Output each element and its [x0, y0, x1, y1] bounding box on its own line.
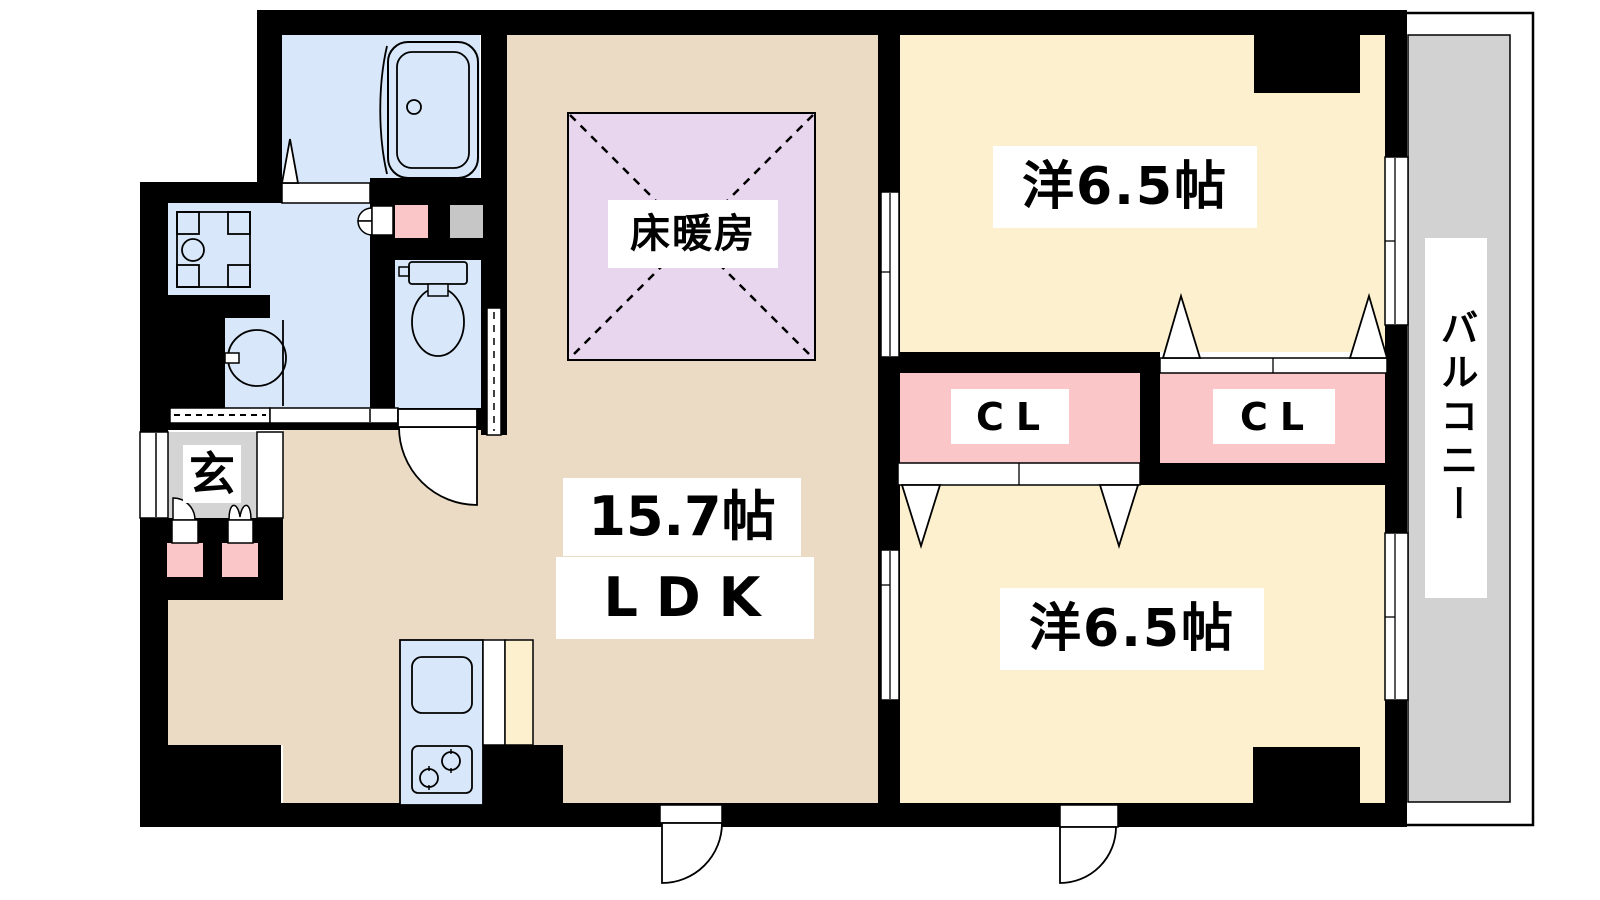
washer-pan-corner — [227, 211, 251, 235]
wall-pillar — [1254, 35, 1360, 93]
closet-fold-triangle — [1161, 292, 1202, 359]
wall-segment — [140, 518, 283, 600]
openings — [139, 138, 1409, 884]
entrance-door — [139, 431, 169, 519]
kitchen-side-panel — [482, 639, 506, 746]
ldk-name-label: LDK — [556, 557, 814, 639]
ldk-door-arc — [661, 822, 723, 884]
washer-pan-corner — [176, 264, 200, 288]
pocket-door — [486, 307, 502, 436]
wall-segment — [140, 182, 257, 203]
toilet-seat-hinge — [427, 283, 449, 297]
shoe-box — [167, 543, 203, 577]
fixtures — [176, 41, 534, 806]
ldk-lower-floor — [168, 600, 283, 745]
washroom-slide-door — [269, 407, 399, 424]
washroom-bifold-panel — [371, 205, 394, 236]
entrance-label: 玄 — [183, 445, 241, 503]
walls — [140, 10, 1407, 827]
kitchen-sink — [411, 656, 473, 714]
wall-segment — [257, 10, 1407, 35]
bedroom-door-arc — [1059, 826, 1117, 884]
closet-left-label: CL — [951, 389, 1069, 444]
entrance-storage-door-leaf — [171, 519, 199, 544]
closet-right-label: CL — [1213, 389, 1335, 444]
wall-segment — [878, 10, 900, 827]
wall-segment — [898, 352, 1140, 373]
shoe-box — [222, 543, 258, 577]
bedroom-door-opening — [1059, 804, 1119, 828]
toilet-floor — [395, 260, 483, 408]
closet-fold-triangle — [900, 484, 942, 550]
entrance-bifold-petals — [228, 504, 252, 521]
closet-fold-triangle — [1098, 484, 1140, 550]
wall-segment — [370, 260, 395, 408]
toilet-door-leaf — [397, 408, 478, 428]
kitchen-stove — [411, 745, 473, 794]
wall-segment — [1385, 10, 1407, 827]
bathtub-inner — [396, 51, 470, 169]
counter-box — [450, 205, 483, 238]
washer-pan-corner — [176, 211, 200, 235]
room-label-top-right: 洋6.5帖 — [993, 146, 1257, 228]
floor-heating-label: 床暖房 — [608, 200, 778, 268]
wall-segment — [1140, 463, 1387, 485]
wall-segment — [165, 318, 225, 408]
wash-basin-tap — [224, 352, 240, 364]
wall-segment — [165, 295, 270, 318]
toilet-door-arc — [398, 426, 478, 506]
wall-segment — [257, 10, 282, 203]
entrance-bifold-panel — [227, 519, 254, 544]
bathtub-drain — [406, 99, 422, 115]
closet-fold-triangle — [1348, 292, 1389, 359]
room-label-bottom-right: 洋6.5帖 — [1000, 588, 1264, 670]
kitchen-side-counter — [504, 639, 534, 746]
bathroom-fold-door — [281, 182, 371, 204]
bathtub-outer — [387, 41, 479, 179]
wall-segment — [370, 178, 507, 203]
washer-drain — [181, 238, 205, 262]
washroom-bifold-petal — [357, 220, 373, 236]
washer-pan — [176, 211, 251, 288]
balcony-outline — [1390, 11, 1535, 827]
washer-pan-corner — [227, 264, 251, 288]
wall-segment — [1140, 352, 1160, 485]
entrance-step — [256, 431, 284, 519]
bathroom-fold-triangle — [280, 138, 300, 184]
storage-box — [395, 205, 428, 238]
kitchen-counter — [399, 639, 484, 806]
wall-segment — [140, 803, 1407, 827]
wall-segment — [483, 745, 563, 803]
ldk-door-opening — [659, 804, 723, 824]
toilet-handle — [398, 266, 410, 277]
balcony-label: バルコニー — [1425, 238, 1487, 598]
wall-pillar — [1253, 747, 1360, 803]
bathtub-deck-curve — [379, 45, 388, 175]
ldk-size-label: 15.7帖 — [563, 478, 801, 556]
wall-segment — [140, 745, 281, 805]
